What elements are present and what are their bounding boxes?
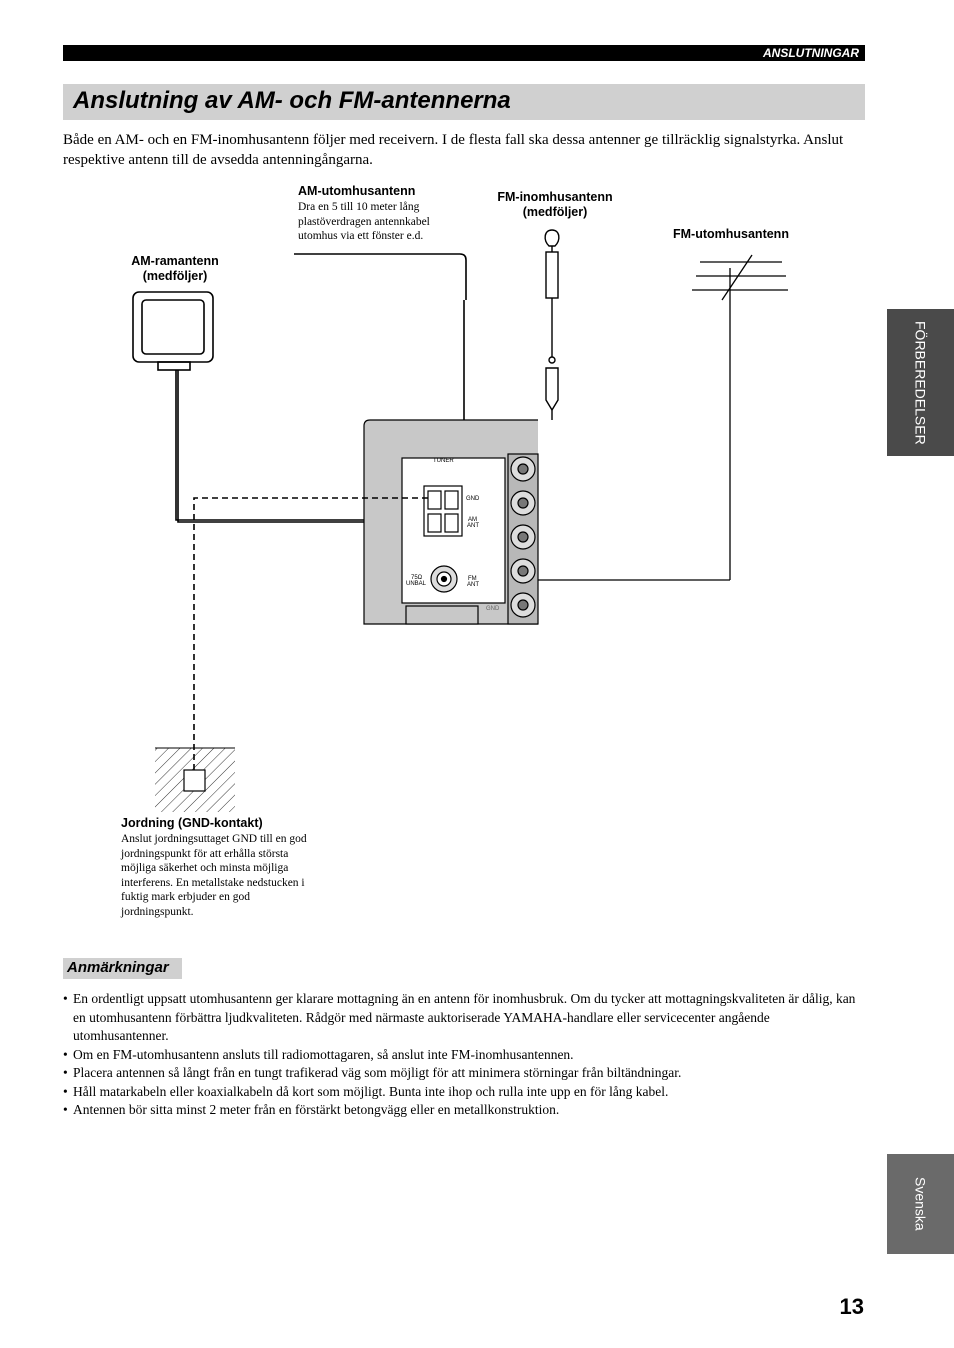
gnd-terminal-label: GND [466, 496, 480, 502]
fm-outdoor-label: FM-utomhusantenn [673, 227, 789, 241]
gnd-label-2: GND [486, 606, 500, 612]
note-item: En ordentligt uppsatt utomhusantenn ger … [63, 990, 863, 1046]
notes-heading-box: Anmärkningar [63, 958, 182, 979]
notes-title: Anmärkningar [67, 959, 169, 976]
ground-desc: Anslut jordningsuttaget GND till en god … [121, 833, 307, 918]
fm-ant-label-1: FM [468, 576, 477, 582]
side-tab-language: Svenska [887, 1154, 954, 1254]
fm-indoor-label: FM-inomhusantenn (medföljer) [497, 190, 613, 219]
fm-indoor-antenna-icon [544, 229, 560, 412]
page-title: Anslutning av AM- och FM-antennerna [73, 87, 511, 114]
ohm-label-1: 75Ω [411, 575, 423, 581]
am-outdoor-label: AM-utomhusantenn [298, 184, 416, 198]
note-item: Placera antennen så långt från en tungt … [63, 1064, 863, 1083]
note-item: Håll matarkabeln eller koaxialkabeln då … [63, 1083, 863, 1102]
am-ant-label-2: ANT [467, 523, 479, 529]
header-bar: ANSLUTNINGAR [63, 45, 865, 61]
tuner-label: TUNER [433, 458, 454, 464]
am-ant-label-1: AM [468, 517, 477, 523]
receiver-rear-panel [363, 419, 539, 625]
ground-label: Jordning (GND-kontakt) [121, 816, 263, 830]
ground-wire [193, 497, 432, 770]
fm-ant-label-2: ANT [467, 582, 479, 588]
intro-paragraph: Både en AM- och en FM-inomhusantenn följ… [63, 132, 844, 168]
section-label: ANSLUTNINGAR [763, 46, 859, 60]
page-number: 13 [839, 1294, 864, 1319]
ground-stake-icon [155, 747, 235, 812]
note-item: Antennen bör sitta minst 2 meter från en… [63, 1101, 863, 1120]
side-tab-forberedelser: FÖRBEREDELSER [887, 309, 954, 456]
notes-list: En ordentligt uppsatt utomhusantenn ger … [63, 990, 863, 1120]
am-outdoor-desc: Dra en 5 till 10 meter lång plastöverdra… [298, 201, 430, 242]
am-loop-label: AM-ramantenn (medföljer) [131, 254, 219, 283]
ohm-label-2: UNBAL [406, 581, 427, 587]
note-item: Om en FM-utomhusantenn ansluts till radi… [63, 1046, 863, 1065]
title-box: Anslutning av AM- och FM-antennerna [63, 84, 865, 120]
am-loop-antenna-icon [132, 291, 430, 523]
